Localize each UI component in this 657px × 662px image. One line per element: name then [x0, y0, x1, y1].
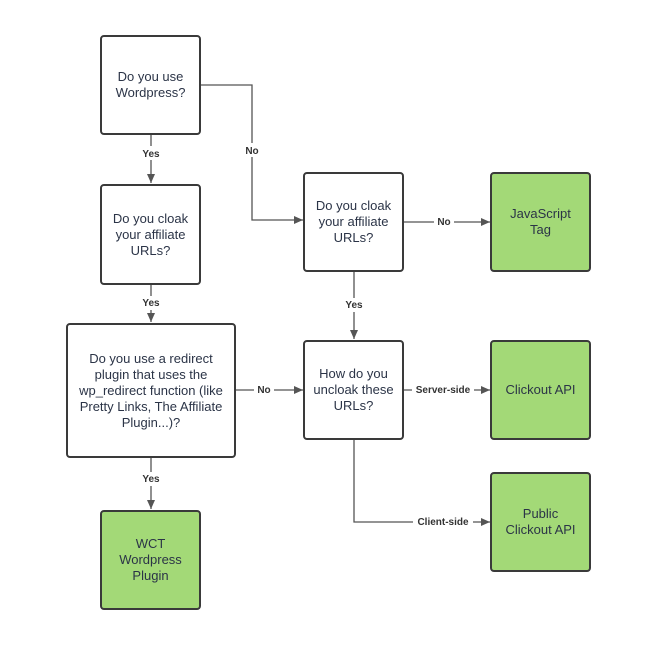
- label-wp-yes: Yes: [142, 149, 160, 160]
- node-cloak-urls-wordpress: Do you cloak your affiliate URLs?: [100, 184, 201, 285]
- label-server-side: Server-side: [416, 385, 471, 396]
- label-redirect-no: No: [257, 385, 270, 396]
- node-clickout-api: Clickout API: [490, 340, 591, 440]
- node-javascript-tag: JavaScript Tag: [490, 172, 591, 272]
- label-cloak-nonwp-yes: Yes: [345, 300, 363, 311]
- node-cloak-urls-non-wordpress: Do you cloak your affiliate URLs?: [303, 172, 404, 272]
- node-uncloak-urls: How do you uncloak these URLs?: [303, 340, 404, 440]
- label-redirect-yes: Yes: [142, 474, 160, 485]
- node-wct-wordpress-plugin: WCT Wordpress Plugin: [100, 510, 201, 610]
- node-redirect-plugin: Do you use a redirect plugin that uses t…: [66, 323, 236, 458]
- node-use-wordpress: Do you use Wordpress?: [100, 35, 201, 135]
- label-cloak-wp-yes: Yes: [142, 298, 160, 309]
- label-cloak-nonwp-no: No: [437, 217, 450, 228]
- label-client-side: Client-side: [417, 517, 469, 528]
- node-public-clickout-api: Public Clickout API: [490, 472, 591, 572]
- label-wp-no: No: [245, 146, 258, 157]
- edge-client-side: [353, 440, 490, 526]
